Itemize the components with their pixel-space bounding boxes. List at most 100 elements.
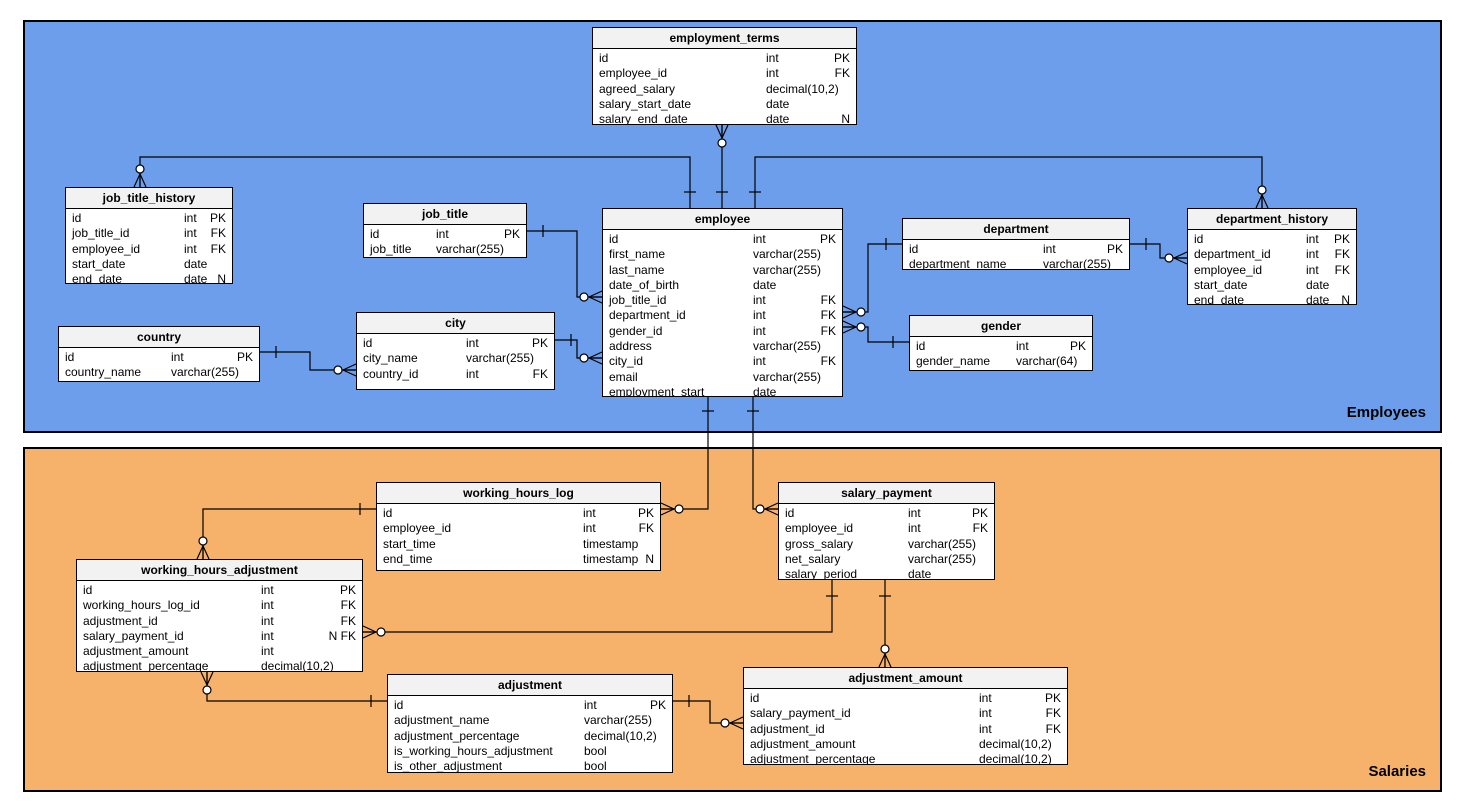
column-type: varchar(255) [466, 351, 535, 366]
column-type: date [766, 96, 790, 111]
column-type: int [466, 366, 479, 381]
column-name: city_id [609, 354, 644, 369]
column-key-flag: N [217, 272, 226, 284]
column-key-flag: FK [972, 521, 988, 536]
column-name: city_name [363, 351, 418, 366]
column-name: employee_id [785, 521, 854, 536]
column-type: int [583, 521, 596, 536]
column-name: address [609, 339, 652, 354]
column-type: int [766, 51, 779, 65]
column-key-flag: PK [1044, 691, 1061, 705]
column-key-flag: PK [833, 51, 850, 65]
column-type: int [753, 308, 766, 323]
column-type: date [1306, 293, 1330, 305]
column-type: varchar(255) [436, 242, 505, 257]
column-name: adjustment_percentage [750, 752, 876, 765]
table-title: city [357, 313, 554, 334]
column-type: varchar(255) [1043, 257, 1112, 270]
column-key-flag: FK [638, 521, 654, 536]
column-type: int [1306, 247, 1319, 262]
column-type: varchar(255) [753, 339, 822, 354]
column-type: int [261, 644, 274, 659]
column-type: int [436, 227, 449, 241]
column-name: end_time [383, 551, 433, 566]
region-label-salaries: Salaries [1368, 763, 1426, 780]
column-name: adjustment_id [83, 613, 158, 628]
column-type: int [753, 323, 766, 338]
column-type: varchar(255) [908, 551, 977, 566]
column-type: decimal(10,2) [979, 736, 1052, 751]
column-name: id [609, 232, 619, 246]
column-name: salary_payment_id [83, 628, 184, 643]
column-name: country_id [363, 366, 419, 381]
column-type: int [979, 691, 992, 705]
column-type: int [171, 350, 184, 364]
column-type: bool [584, 743, 607, 758]
column-name: working_hours_log_id [83, 598, 200, 613]
column-key-flag: FK [1334, 262, 1350, 277]
column-type: int [908, 521, 921, 536]
column-type: int [753, 293, 766, 308]
column-key-flag: N [841, 112, 850, 125]
column-key-flag: FK [1045, 706, 1061, 721]
column-type: varchar(255) [171, 365, 240, 380]
table-title: department [903, 219, 1129, 240]
column-type: int [261, 598, 274, 613]
table-column-row: address varchar(255) [603, 339, 842, 354]
column-name: employee_id [72, 241, 141, 256]
column-key-flag: PK [236, 350, 253, 364]
table-title: job_title_history [66, 188, 232, 209]
column-name: last_name [609, 262, 665, 277]
column-key-flag: PK [339, 583, 356, 597]
column-key-flag: PK [209, 211, 226, 225]
column-key-flag: PK [1069, 339, 1086, 353]
table-column-row: employee_id int FK [779, 521, 994, 536]
column-name: adjustment_id [750, 721, 825, 736]
column-type: date [753, 384, 777, 397]
table-title: department_history [1188, 209, 1356, 230]
column-type: date [766, 112, 790, 125]
column-name: id [394, 698, 404, 712]
column-type: int [1043, 242, 1056, 256]
